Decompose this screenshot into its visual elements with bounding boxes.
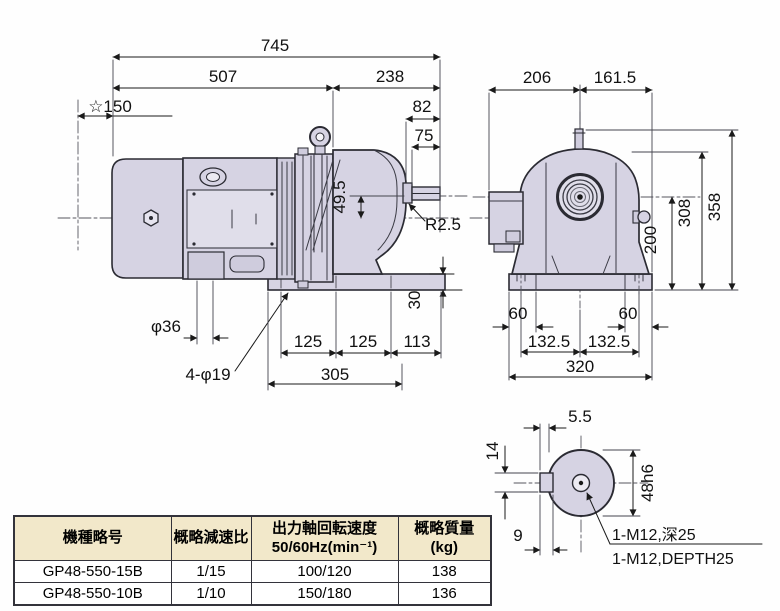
cell-mass: 138 (397, 560, 492, 583)
dim-gear-side-length: 238 (376, 67, 404, 86)
dim-height-body: 308 (675, 199, 694, 227)
dim-hole-to-end: 113 (403, 332, 430, 351)
dim-mounting-holes: 4-φ19 (185, 365, 230, 384)
dim-height-axis: 200 (641, 226, 660, 254)
col-header-model: 機種略号 (13, 515, 172, 561)
table-row: GP48-550-10B 1/10 150/180 136 (13, 582, 492, 606)
cell-model: GP48-550-10B (13, 582, 172, 606)
col-header-speed: 出力軸回転速度 50/60Hz(min⁻¹) (250, 515, 399, 561)
dim-foot-pitch-left: 132.5 (528, 332, 571, 351)
dim-overall-length: 745 (261, 36, 289, 55)
col-header-speed-line2: 50/60Hz(min⁻¹) (271, 538, 378, 556)
col-header-mass-line1: 概略質量 (414, 519, 475, 537)
oil-plug (637, 210, 651, 224)
dim-height-total: 358 (705, 193, 724, 221)
keyway (539, 472, 554, 493)
dim-foot-width-left: 60 (509, 304, 528, 323)
dim-shaft-end-82: 82 (413, 97, 432, 116)
note-tap-jp: 1-M12,深25 (612, 526, 696, 544)
dim-cable-entry-dia: φ36 (151, 317, 181, 336)
dim-hole-pitch-b: 125 (349, 332, 377, 351)
dim-foot-width-right: 60 (619, 304, 638, 323)
gear-case (332, 149, 407, 275)
note-tap-en: 1-M12,DEPTH25 (612, 551, 734, 568)
cell-ratio: 1/15 (170, 560, 252, 583)
table-row: GP48-550-15B 1/15 100/120 138 (13, 560, 492, 583)
shaft-detail: 5.5 14 48h6 9 1-M12,深25 1-M12,DEPTH25 (483, 407, 763, 568)
dim-width-left: 206 (523, 68, 551, 87)
spec-table-header-row: 機種略号 概略減速比 出力軸回転速度 50/60Hz(min⁻¹) 概略質量 (… (13, 515, 492, 561)
front-view: 206 161.5 358 308 200 60 60 132.5 132.5 … (469, 68, 739, 381)
dim-base-length: 305 (321, 365, 349, 384)
dim-base-height: 30 (405, 291, 424, 310)
dim-removal-clearance: ☆150 (88, 97, 132, 116)
dim-shaft-length-75: 75 (415, 126, 434, 145)
dim-shaft-dia: 48h6 (638, 464, 657, 502)
dim-key-offset: 5.5 (568, 407, 592, 426)
dim-key-width: 14 (483, 442, 502, 461)
side-view: 745 507 238 ☆150 82 75 49.5 R2.5 30 φ36 … (57, 36, 471, 391)
dim-motor-side-length: 507 (209, 67, 237, 86)
dim-foot-pitch-right: 132.5 (588, 332, 631, 351)
dim-base-width: 320 (566, 357, 594, 376)
col-header-speed-line1: 出力軸回転速度 (271, 519, 377, 537)
dim-shaft-fillet: R2.5 (425, 215, 461, 234)
cell-mass: 136 (397, 582, 492, 606)
cell-speed: 150/180 (250, 582, 399, 606)
dim-key-height: 9 (513, 526, 522, 545)
col-header-mass-line2: (kg) (430, 538, 459, 556)
spec-table: 機種略号 概略減速比 出力軸回転速度 50/60Hz(min⁻¹) 概略質量 (… (13, 515, 492, 606)
col-header-ratio: 概略減速比 (170, 515, 252, 561)
dim-axis-offset: 49.5 (330, 180, 349, 213)
terminal-box (187, 251, 225, 280)
cell-ratio: 1/10 (170, 582, 252, 606)
dim-hole-pitch-a: 125 (294, 332, 322, 351)
col-header-mass: 概略質量 (kg) (397, 515, 492, 561)
cell-model: GP48-550-15B (13, 560, 172, 583)
cell-speed: 100/120 (250, 560, 399, 583)
dim-width-right: 161.5 (594, 68, 637, 87)
